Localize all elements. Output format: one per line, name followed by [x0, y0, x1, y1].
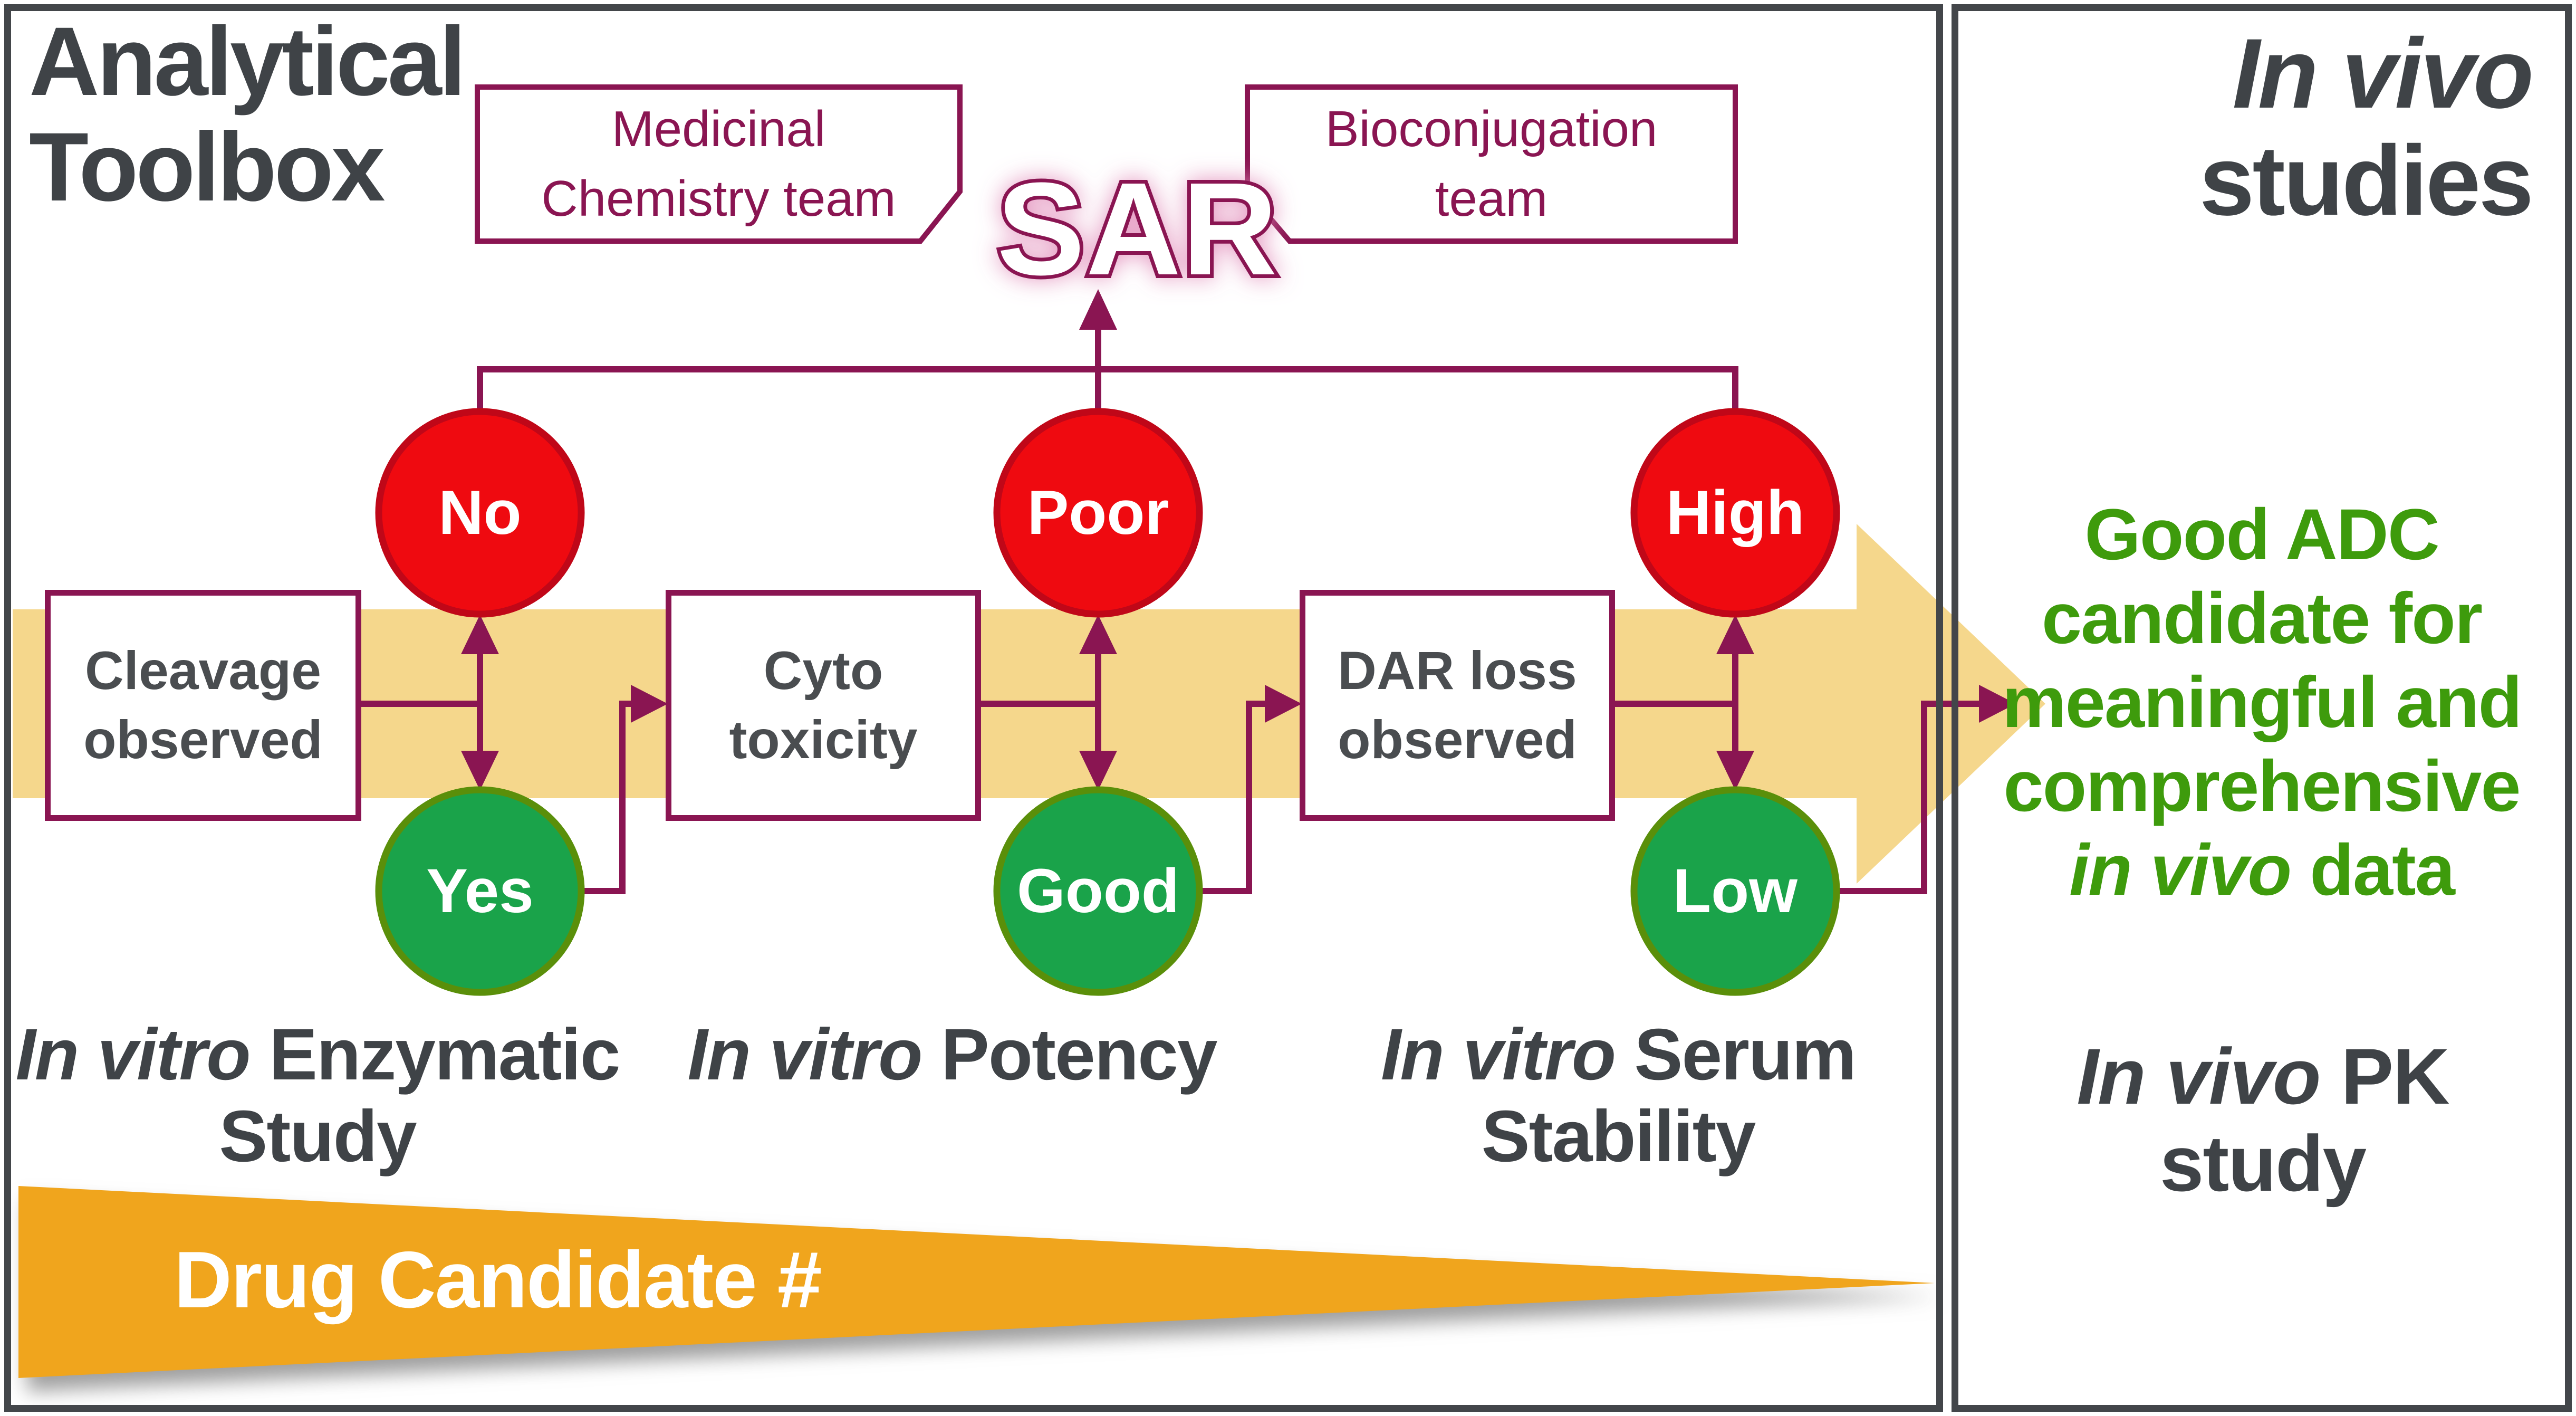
circle-high [1630, 408, 1840, 618]
bioconj-callout-line1: Bioconjugation [1325, 100, 1658, 157]
in-vivo-studies-title: In vivo studies [1983, 18, 2534, 236]
no-label: No [438, 478, 522, 548]
pk-study-label: In vivo PK study [2077, 1032, 2449, 1208]
step3-down-arrowhead-icon [1716, 751, 1754, 790]
circle-good [993, 786, 1203, 996]
step2-up-arrowhead-icon [1079, 615, 1117, 654]
step2-down-arrowhead-icon [1079, 751, 1117, 790]
cleavage-line1: Cleavage [85, 640, 321, 701]
dar-loss-box: DAR loss observed [1300, 590, 1615, 821]
sar-arrowhead-icon [1079, 289, 1117, 330]
step1-connectors [361, 646, 636, 894]
serum-stability-label: In vitro Serum Stability [1381, 1014, 1857, 1177]
bioconj-callout: Bioconjugation team [1247, 87, 1735, 241]
bioconj-callout-shape [1245, 84, 1738, 244]
potency-label: In vitro Potency [687, 1014, 1217, 1095]
sar-feedback-line [477, 324, 1738, 414]
sar-label: SAR [997, 155, 1279, 302]
medchem-callout: Medicinal Chemistry team [477, 87, 960, 241]
cleavage-observed-box: Cleavage observed [45, 590, 361, 821]
medchem-callout-line2: Chemistry team [541, 170, 896, 227]
cyto-line1: Cyto [763, 640, 883, 701]
medchem-callout-line1: Medicinal [611, 100, 826, 157]
drug-candidate-banner: Drug Candidate # [174, 1235, 822, 1325]
step2-connectors [981, 646, 1270, 894]
dar-line1: DAR loss [1338, 640, 1577, 701]
page-title: Analytical Toolbox [29, 7, 466, 222]
step1-right-arrowhead-icon [631, 685, 668, 723]
medchem-callout-shape [475, 84, 963, 244]
cytotoxicity-box: Cyto toxicity [666, 590, 981, 821]
circle-no [375, 408, 585, 618]
circle-poor [993, 408, 1203, 618]
drug-candidate-wedge [18, 1186, 1935, 1378]
enzymatic-study-label: In vitro Enzymatic Study [15, 1014, 621, 1177]
poor-label: Poor [1027, 478, 1169, 548]
high-label: High [1666, 478, 1805, 548]
step3-up-arrowhead-icon [1716, 615, 1754, 654]
final-right-arrowhead-icon [1979, 685, 2016, 723]
circle-low [1630, 786, 1840, 996]
cyto-line2: toxicity [729, 710, 918, 770]
low-label: Low [1673, 856, 1798, 926]
dar-line2: observed [1338, 710, 1577, 770]
analytical-toolbox-panel [4, 4, 1943, 1412]
cleavage-line2: observed [83, 710, 323, 770]
in-vivo-title-line1: In vivo [2232, 18, 2534, 129]
outcome-text: Good ADC candidate for meaningful and co… [2002, 494, 2522, 911]
yes-label: Yes [426, 856, 534, 926]
step1-up-arrowhead-icon [461, 615, 499, 654]
bioconj-callout-line2: team [1435, 170, 1548, 227]
good-label: Good [1016, 856, 1180, 926]
step1-down-arrowhead-icon [461, 751, 499, 790]
in-vivo-panel [1952, 4, 2572, 1412]
step2-right-arrowhead-icon [1265, 685, 1302, 723]
circle-yes [375, 786, 585, 996]
in-vivo-title-line2: studies [2199, 125, 2534, 236]
